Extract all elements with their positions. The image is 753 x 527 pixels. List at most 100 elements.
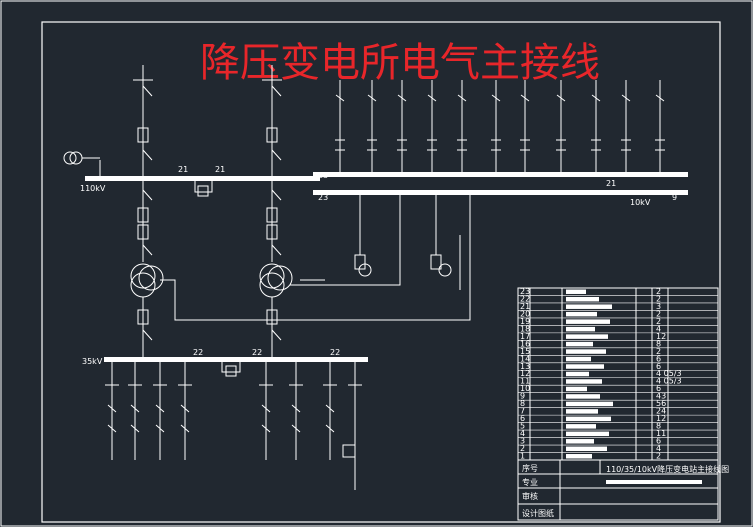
parts-row-number: 23 — [520, 287, 530, 296]
parts-row-name-block — [566, 424, 596, 429]
parts-row-number: 15 — [520, 347, 530, 356]
parts-row-name-block — [566, 409, 598, 414]
parts-row-name-block — [566, 289, 586, 294]
bus-label-22b: 22 — [252, 348, 262, 357]
parts-row-name-block — [566, 431, 609, 437]
bottom-10kv-equipment — [354, 195, 461, 290]
bus-label-22c: 22 — [330, 348, 340, 357]
bus-label-9: 9 — [672, 193, 677, 202]
parts-row-number: 11 — [520, 377, 530, 386]
parts-row-name-block — [566, 364, 604, 369]
parts-row-number: 4 — [520, 429, 525, 438]
busbar-10kv-upper — [313, 172, 688, 177]
parts-row-qty: 11 — [656, 429, 666, 438]
parts-row-number: 3 — [520, 437, 525, 446]
parts-row-qty: 24 — [656, 407, 666, 416]
diagram-title: 降压变电所电气主接线 — [200, 40, 600, 86]
parts-row-qty: 2 — [656, 317, 661, 326]
busbar-35kv-right — [232, 357, 368, 362]
parts-row-number: 16 — [520, 339, 530, 348]
parts-row-name-block — [566, 371, 589, 377]
parts-row-qty: 12 — [656, 332, 666, 341]
parts-row-name-block — [566, 341, 593, 347]
parts-row-number: 6 — [520, 414, 525, 423]
busbar-10kv-lower — [313, 190, 688, 195]
parts-row-qty: 4 — [656, 324, 661, 333]
incoming-line-1 — [130, 65, 164, 357]
label-110kv: 110kV — [80, 184, 106, 193]
title-block-label-3: 设计图纸 — [522, 508, 554, 518]
title-block-label-1: 专业 — [522, 477, 538, 487]
drawing-title-text: 110/35/10kV降压变电站主接线图 — [606, 464, 729, 474]
parts-row-number: 12 — [520, 369, 530, 378]
parts-row-number: 14 — [520, 354, 530, 363]
parts-row-qty: 56 — [656, 399, 666, 408]
parts-row-name-block — [566, 386, 587, 392]
busbar-110kv-right — [202, 176, 320, 181]
parts-row-qty: 6 — [656, 362, 661, 371]
parts-row-qty: 2 — [656, 294, 661, 303]
parts-row-qty: 4 — [656, 444, 661, 453]
parts-row-number: 19 — [520, 317, 530, 326]
busbar-35kv-left — [104, 357, 234, 362]
parts-row-number: 10 — [520, 384, 530, 393]
bus-label-21b: 21 — [215, 165, 225, 174]
parts-row-name-block — [566, 416, 611, 422]
bus-label-21c: 21 — [606, 179, 616, 188]
parts-row-name-block — [566, 296, 599, 302]
parts-row-name-block — [566, 334, 608, 339]
parts-row-qty: 2 — [656, 309, 661, 318]
inner-frame — [41, 21, 721, 523]
parts-row-qty: 2 — [656, 287, 661, 296]
title-block-label-2: 审核 — [522, 491, 538, 501]
parts-row-name-block — [566, 394, 600, 399]
bus-label-22a: 22 — [193, 348, 203, 357]
parts-row-qty: 6 — [656, 384, 661, 393]
parts-row-name-block — [566, 356, 591, 362]
transformer-10kv-links — [160, 195, 471, 321]
title-block: 110/35/10kV降压变电站主接线图 序号 专业 审核 设计图纸 — [517, 459, 729, 521]
parts-row-qty: 12 — [656, 414, 666, 423]
bus-label-23b: 23 — [318, 193, 328, 202]
parts-row-name-block — [566, 439, 594, 444]
parts-row-number: 21 — [520, 302, 530, 311]
label-10kv: 10kV — [630, 198, 651, 207]
parts-row-number: 5 — [520, 422, 525, 431]
parts-row-qty: 6 — [656, 354, 661, 363]
bus-coupler-110kv — [194, 181, 213, 197]
label-35kv: 35kV — [82, 357, 103, 366]
parts-row-name-block — [566, 454, 592, 459]
parts-row-number: 17 — [520, 332, 530, 341]
parts-row-name-block — [566, 326, 595, 332]
parts-row-name-block — [566, 379, 602, 384]
parts-row-number: 9 — [520, 392, 525, 401]
parts-row-number: 2 — [520, 444, 525, 453]
parts-row-qty: 3 — [656, 302, 661, 311]
parts-row-name-block — [566, 304, 612, 309]
parts-row-qty: 6 — [656, 437, 661, 446]
parts-row-name-block — [566, 311, 597, 317]
busbar-110kv-left — [85, 176, 205, 181]
parts-row-qty: 2 — [656, 452, 661, 461]
parts-row-number: 18 — [520, 324, 530, 333]
incoming-line-2 — [259, 65, 293, 357]
parts-row-number: 20 — [520, 309, 530, 318]
bus-label-21a: 21 — [178, 165, 188, 174]
bus-coupler-35kv — [221, 362, 241, 377]
pt-110kv-left — [63, 151, 101, 176]
parts-row-name-block — [566, 401, 613, 407]
parts-row-qty: 4 05/3 — [656, 377, 682, 386]
feeders-35kv — [105, 362, 362, 490]
parts-row-number: 22 — [520, 294, 530, 303]
parts-row-number: 7 — [520, 407, 525, 416]
parts-row-qty: 8 — [656, 339, 661, 348]
parts-row-qty: 4 05/3 — [656, 369, 682, 378]
parts-row-qty: 43 — [656, 392, 666, 401]
parts-row-name-block — [566, 319, 610, 324]
feeders-10kv — [335, 80, 665, 172]
parts-row-qty: 8 — [656, 422, 661, 431]
